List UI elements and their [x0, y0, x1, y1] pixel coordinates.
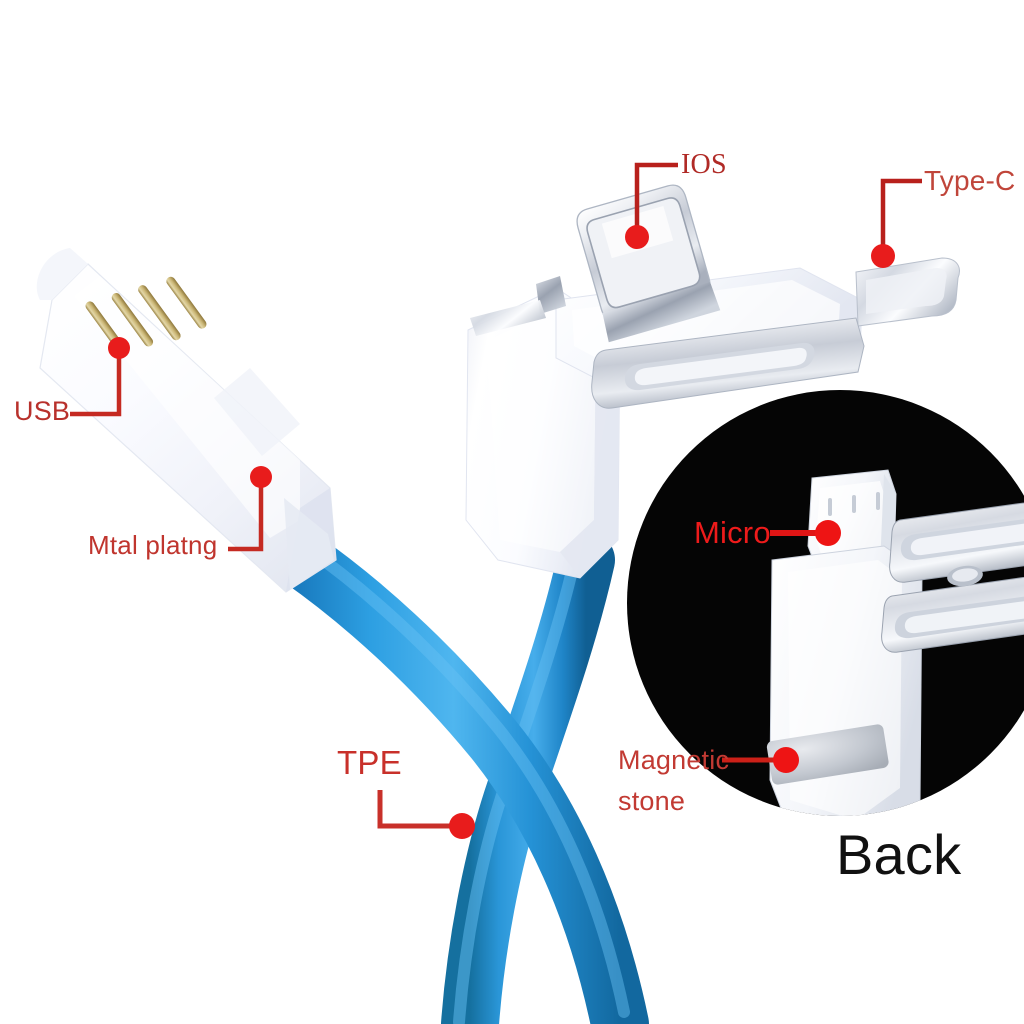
label-type-c: Type-C [924, 165, 1016, 196]
callout-dot-micro [815, 520, 841, 546]
callout-usb [70, 337, 130, 417]
label-magnetic-stone-line2: stone [618, 786, 686, 816]
inset-magnetic-bracket [881, 497, 1024, 653]
callout-dot-metal-plating [250, 466, 272, 488]
magnetic-bracket [591, 317, 865, 409]
label-ios: IOS [681, 149, 727, 180]
callout-dot-ios [625, 225, 649, 249]
label-tpe: TPE [337, 744, 402, 781]
label-metal-plating: Mtal platng [88, 530, 218, 560]
cable-strand-left [271, 529, 649, 1024]
inset-magnetic-stone-strip [766, 724, 889, 785]
label-usb: USB [14, 396, 71, 426]
callout-metal-plating [228, 466, 272, 552]
callout-dot-tpe [449, 813, 475, 839]
three-in-one-head [465, 184, 960, 579]
label-magnetic-stone-line1: Magnetic [618, 745, 730, 775]
callout-magnetic-stone [722, 747, 799, 773]
callout-tpe [377, 790, 475, 839]
callout-dot-type-c [871, 244, 895, 268]
callout-dot-usb [108, 337, 130, 359]
callout-micro [770, 520, 841, 546]
ios-lightning-tip [576, 184, 721, 343]
label-back-view-caption: Back [836, 823, 962, 886]
usb-gold-pins [85, 276, 207, 351]
back-view-inset [627, 390, 1024, 816]
callout-dot-magnetic-stone [773, 747, 799, 773]
callout-type-c [871, 178, 922, 268]
type-c-tip [855, 257, 960, 327]
label-micro: Micro [694, 515, 771, 550]
callout-ios [625, 162, 678, 249]
